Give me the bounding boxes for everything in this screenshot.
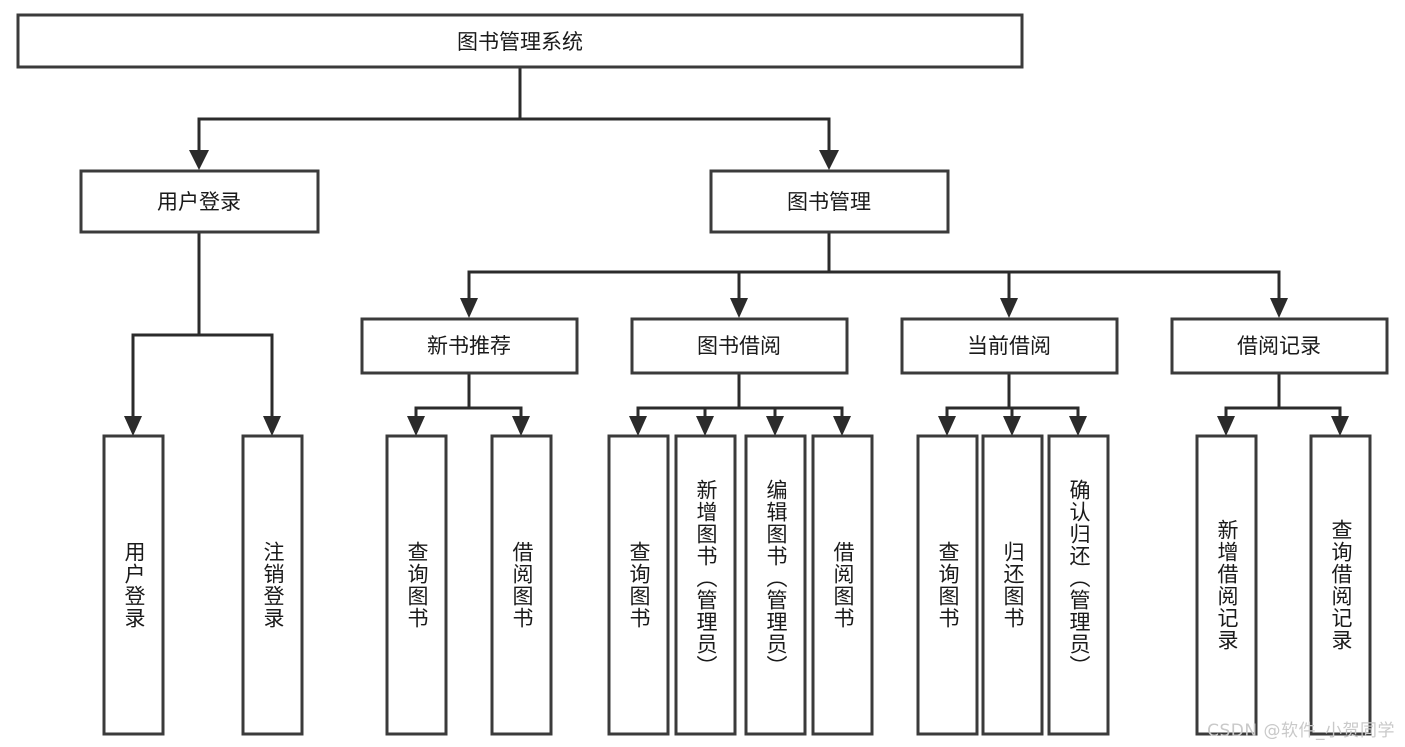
node-leaf-query-record[interactable]: 查询借阅记录 xyxy=(1309,434,1372,736)
arrow-head-icon xyxy=(1069,416,1087,436)
node-box[interactable] xyxy=(360,317,579,375)
edge-borrow-record-to-leaves xyxy=(1217,371,1349,436)
arrow-head-icon xyxy=(766,416,784,436)
node-label: 查询图书 xyxy=(936,541,960,629)
arrow-head-icon xyxy=(189,150,209,170)
node-box[interactable] xyxy=(385,434,448,736)
node-box[interactable] xyxy=(490,434,553,736)
arrow-head-icon xyxy=(1003,416,1021,436)
node-box[interactable] xyxy=(1195,434,1258,736)
node-box[interactable] xyxy=(916,434,979,736)
arrow-head-icon xyxy=(512,416,530,436)
arrow-head-icon xyxy=(1217,416,1235,436)
node-box[interactable] xyxy=(16,13,1024,69)
node-label: 新增图书（管理员） xyxy=(694,479,718,677)
arrow-head-icon xyxy=(833,416,851,436)
arrow-head-icon xyxy=(730,298,748,318)
node-leaf-query-book-3[interactable]: 查询图书 xyxy=(916,434,979,736)
node-leaf-add-record[interactable]: 新增借阅记录 xyxy=(1195,434,1258,736)
node-label: 借阅图书 xyxy=(831,541,855,629)
arrow-head-icon xyxy=(1331,416,1349,436)
arrow-head-icon xyxy=(124,416,142,436)
connector-layer xyxy=(124,65,1349,436)
node-box[interactable] xyxy=(1047,434,1110,736)
node-new-book-rec[interactable]: 新书推荐 xyxy=(360,317,579,375)
node-book-manage[interactable]: 图书管理 xyxy=(709,169,950,234)
node-box[interactable] xyxy=(981,434,1044,736)
node-label: 归还图书 xyxy=(1001,541,1025,629)
node-box[interactable] xyxy=(811,434,874,736)
node-label: 查询借阅记录 xyxy=(1329,519,1353,651)
node-user-login[interactable]: 用户登录 xyxy=(79,169,320,234)
arrow-head-icon xyxy=(407,416,425,436)
arrow-head-icon xyxy=(938,416,956,436)
node-leaf-query-book-2[interactable]: 查询图书 xyxy=(607,434,670,736)
node-leaf-borrow-book-2[interactable]: 借阅图书 xyxy=(811,434,874,736)
node-leaf-borrow-book-1[interactable]: 借阅图书 xyxy=(490,434,553,736)
edge-new-book-rec-to-leaves xyxy=(407,371,530,436)
node-label: 编辑图书（管理员） xyxy=(764,479,788,677)
arrow-head-icon xyxy=(696,416,714,436)
node-leaf-add-book[interactable]: 新增图书（管理员） xyxy=(674,434,737,736)
node-book-borrow[interactable]: 图书借阅 xyxy=(630,317,849,375)
node-box[interactable] xyxy=(241,434,304,736)
node-box[interactable] xyxy=(1170,317,1389,375)
node-label: 查询图书 xyxy=(627,541,651,629)
arrow-head-icon xyxy=(819,150,839,170)
node-borrow-record[interactable]: 借阅记录 xyxy=(1170,317,1389,375)
node-leaf-query-book-1[interactable]: 查询图书 xyxy=(385,434,448,736)
edge-book-borrow-to-leaves xyxy=(629,371,851,436)
node-box[interactable] xyxy=(674,434,737,736)
node-box[interactable] xyxy=(79,169,320,234)
node-leaf-edit-book[interactable]: 编辑图书（管理员） xyxy=(744,434,807,736)
edge-current-borrow-to-leaves xyxy=(938,371,1087,436)
edge-book-manage-to-level2 xyxy=(460,230,1288,318)
node-label: 借阅图书 xyxy=(510,541,534,629)
arrow-head-icon xyxy=(1270,298,1288,318)
arrow-head-icon xyxy=(460,298,478,318)
node-leaf-confirm-return[interactable]: 确认归还（管理员） xyxy=(1047,434,1110,736)
node-box[interactable] xyxy=(1309,434,1372,736)
node-box[interactable] xyxy=(709,169,950,234)
node-label: 图书借阅 xyxy=(697,334,781,358)
edge-user-login-to-leaves xyxy=(124,230,281,436)
node-box[interactable] xyxy=(102,434,165,736)
node-label: 确认归还（管理员） xyxy=(1067,479,1091,677)
node-label: 查询图书 xyxy=(405,541,429,629)
node-label: 用户登录 xyxy=(157,190,241,214)
node-box[interactable] xyxy=(607,434,670,736)
node-box[interactable] xyxy=(630,317,849,375)
arrow-head-icon xyxy=(629,416,647,436)
node-label: 注销登录 xyxy=(261,541,285,629)
edge-root-to-level1 xyxy=(189,65,839,170)
arrow-head-icon xyxy=(263,416,281,436)
node-leaf-return-book[interactable]: 归还图书 xyxy=(981,434,1044,736)
node-box[interactable] xyxy=(900,317,1119,375)
node-label: 当前借阅 xyxy=(967,334,1051,358)
node-label: 用户登录 xyxy=(122,541,146,629)
node-label: 图书管理系统 xyxy=(457,30,583,54)
node-current-borrow[interactable]: 当前借阅 xyxy=(900,317,1119,375)
node-box[interactable] xyxy=(744,434,807,736)
node-label: 借阅记录 xyxy=(1237,334,1321,358)
node-leaf-user-login[interactable]: 用户登录 xyxy=(102,434,165,736)
arrow-head-icon xyxy=(1000,298,1018,318)
node-label: 新书推荐 xyxy=(427,334,511,358)
node-root[interactable]: 图书管理系统 xyxy=(16,13,1024,69)
node-label: 图书管理 xyxy=(787,190,871,214)
node-leaf-logout[interactable]: 注销登录 xyxy=(241,434,304,736)
node-label: 新增借阅记录 xyxy=(1215,519,1239,651)
